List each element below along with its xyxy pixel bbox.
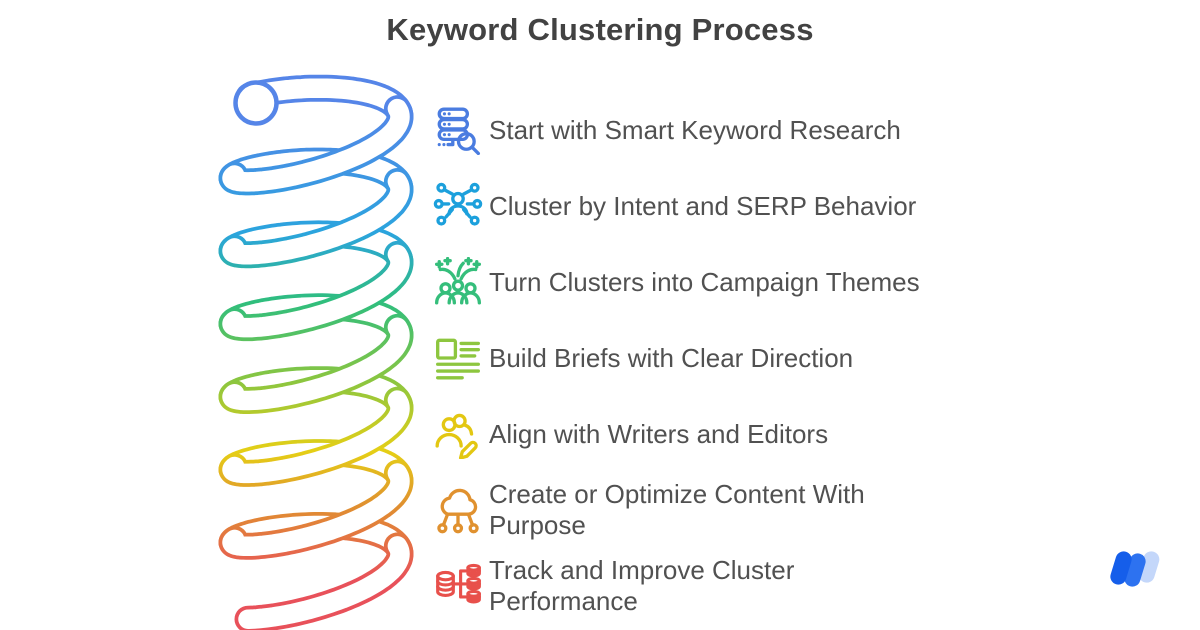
step-label: Track and Improve Cluster Performance <box>489 555 795 616</box>
step-icon <box>433 181 489 231</box>
step-row: Align with Writers and Editors <box>433 396 949 472</box>
step-row: Cluster by Intent and SERP Behavior <box>433 168 949 244</box>
database-branch-icon <box>436 563 481 604</box>
person-network-icon <box>433 182 483 226</box>
step-row: Start with Smart Keyword Research <box>433 92 949 168</box>
infographic-title: Keyword Clustering Process <box>386 12 814 47</box>
step-icon <box>433 409 489 459</box>
step-label: Start with Smart Keyword Research <box>489 114 901 145</box>
steps-list: Start with Smart Keyword Research Cluste… <box>433 92 949 624</box>
step-icon <box>433 333 489 383</box>
brief-document-icon <box>436 338 480 380</box>
step-label: Create or Optimize Content With Purpose <box>489 479 865 540</box>
step-icon <box>433 561 489 611</box>
step-label: Turn Clusters into Campaign Themes <box>489 266 920 297</box>
step-icon <box>433 485 489 535</box>
step-row: Build Briefs with Clear Direction <box>433 320 949 396</box>
group-sparks-icon <box>434 257 482 305</box>
users-pencil-icon <box>435 413 478 459</box>
step-icon <box>433 105 489 155</box>
writesonic-w-logo <box>1110 551 1160 587</box>
step-row: Track and Improve Cluster Performance <box>433 548 949 624</box>
step-row: Create or Optimize Content With Purpose <box>433 472 949 548</box>
cloud-network-icon <box>437 488 479 534</box>
logo-bar-left <box>1110 551 1132 585</box>
step-icon <box>433 257 489 307</box>
coil-paths <box>218 74 414 630</box>
step-row: Turn Clusters into Campaign Themes <box>433 244 949 320</box>
database-search-icon <box>437 107 480 155</box>
coil-opening-circle <box>233 80 279 126</box>
step-label: Build Briefs with Clear Direction <box>489 342 854 373</box>
step-label: Cluster by Intent and SERP Behavior <box>489 190 917 221</box>
step-label: Align with Writers and Editors <box>489 418 829 449</box>
